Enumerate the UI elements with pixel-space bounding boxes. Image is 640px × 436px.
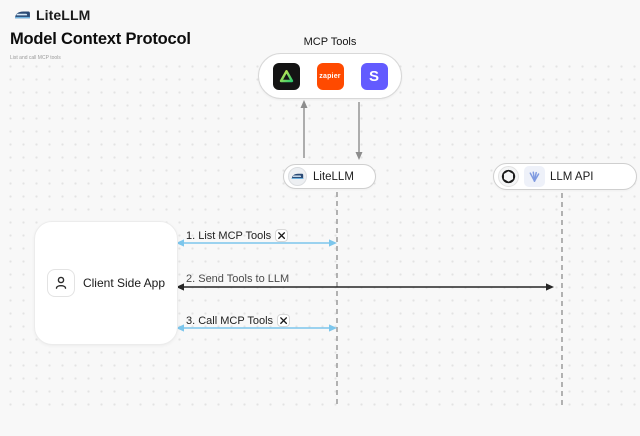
step2-label-row: 2. Send Tools to LLM bbox=[186, 273, 289, 285]
client-node-label: Client Side App bbox=[82, 276, 166, 290]
mcp-tools-group: zapier S bbox=[258, 53, 402, 99]
step1-label-row: 1. List MCP Tools bbox=[186, 229, 289, 242]
step1-label: 1. List MCP Tools bbox=[186, 229, 272, 242]
client-side-app-node: Client Side App bbox=[34, 221, 178, 345]
step2-label: 2. Send Tools to LLM bbox=[186, 273, 290, 285]
hammer-wrench-icon bbox=[277, 314, 291, 327]
triangle-tool-icon bbox=[272, 62, 300, 90]
step3-label: 3. Call MCP Tools bbox=[186, 314, 274, 327]
hammer-wrench-icon bbox=[275, 229, 289, 242]
train-icon bbox=[15, 11, 30, 19]
llm-api-node-label: LLM API bbox=[550, 170, 594, 183]
brand-name: LiteLLM bbox=[36, 7, 91, 23]
train-icon bbox=[291, 173, 304, 179]
stripe-icon: S bbox=[360, 62, 388, 90]
step3-label-row: 3. Call MCP Tools bbox=[186, 314, 291, 327]
page-title: Model Context Protocol bbox=[10, 30, 191, 48]
page-subtitle: List and call MCP tools bbox=[10, 55, 61, 61]
litellm-badge bbox=[288, 167, 307, 186]
llm-provider-icon bbox=[524, 166, 545, 187]
brand-logo: LiteLLM bbox=[14, 7, 90, 23]
mcp-tools-label: MCP Tools bbox=[303, 36, 357, 48]
person-icon bbox=[46, 269, 75, 297]
litellm-node: LiteLLM bbox=[283, 164, 376, 189]
openai-icon bbox=[498, 166, 519, 187]
stripe-letter: S bbox=[368, 67, 379, 85]
zapier-wordmark: zapier bbox=[319, 72, 341, 80]
zapier-icon: zapier bbox=[316, 62, 344, 90]
litellm-node-label: LiteLLM bbox=[313, 170, 354, 183]
llm-api-node: LLM API bbox=[493, 163, 637, 190]
